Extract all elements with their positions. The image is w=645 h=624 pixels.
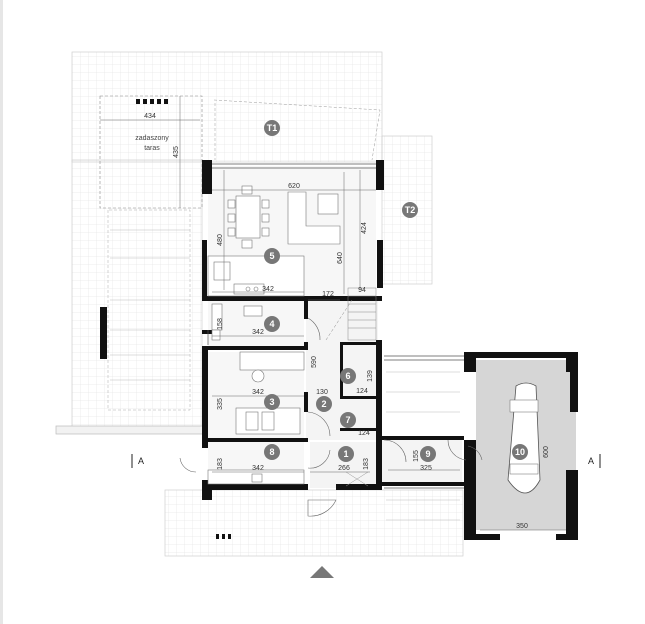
room-badge-4: 4 [264,316,280,332]
room-badge-T1-label: T1 [267,123,278,133]
room-badge-8-label: 8 [269,447,274,457]
dimension-texts: 620 480 424 640 342 172 94 342 158 342 3… [217,183,550,530]
room7-width-dim: 124 [358,430,370,437]
bathroom-4-fixtures [211,303,263,341]
room-badge-4-label: 4 [269,319,274,329]
kitchen-width-dim: 342 [262,286,274,293]
terrace-label-line1: zadaszony [135,135,169,142]
room-badges: T1 T2 1 2 3 4 5 6 [264,120,528,462]
room-badge-7: 7 [340,412,356,428]
room8-height-dim: 183 [217,458,224,470]
section-marker-left-label: A [138,456,144,466]
garage-width-dim: 350 [516,523,528,530]
room-badge-5: 5 [264,248,280,264]
room8-width-dim: 342 [252,465,264,472]
room-8-furniture [207,469,305,485]
stairs [325,287,377,341]
side-terrace-lines [100,209,191,411]
sofa [287,191,341,245]
room-badge-T2-label: T2 [405,205,416,215]
room9-width-dim: 325 [420,465,432,472]
room3-width-dim: 342 [252,389,264,396]
page-edge [0,0,3,624]
room4-width-dim: 342 [252,329,264,336]
terrace-label-line2: taras [144,145,160,152]
entry-tiles [345,471,369,487]
room4-height-dim: 158 [217,318,224,330]
room-badge-2-label: 2 [321,399,326,409]
terrace-width-dim: 434 [144,113,156,120]
room-badge-10-label: 10 [515,447,525,457]
room-badge-8: 8 [264,444,280,460]
section-marker-right-label: A [588,456,594,466]
room6-width-dim: 124 [356,388,368,395]
bedroom-3-furniture [235,351,305,435]
living-total-height-dim: 640 [337,252,344,264]
walls [202,160,578,540]
living-width-dim: 620 [288,183,300,190]
door-swings [179,317,483,517]
entry-width-dim: 266 [338,465,350,472]
room-badge-1-label: 1 [343,449,348,459]
room-badge-2: 2 [316,396,332,412]
window-lines [207,163,464,489]
hall2-height-dim: 590 [311,356,318,368]
room-badge-T1: T1 [264,120,280,136]
dimension-lines [212,170,566,531]
living-height-left-dim: 480 [217,234,224,246]
room-badge-10: 10 [512,444,528,460]
room-badge-7-label: 7 [345,415,350,425]
covered-terrace: 434 435 zadaszony taras [99,95,381,209]
room9-height-dim: 155 [413,450,420,462]
room-badge-1: 1 [338,446,354,462]
garage-car [507,382,541,494]
posts [216,378,576,539]
room-badge-5-label: 5 [269,251,274,261]
hall-width-dim: 172 [322,291,334,298]
terrace-height-dim: 435 [173,146,180,158]
garage-stair-lines [386,371,460,521]
room6-height-dim: 139 [367,370,374,382]
room-badge-9: 9 [420,446,436,462]
section-marker-left: A [131,454,144,468]
garage-height-dim: 600 [543,446,550,458]
room-badge-6-label: 6 [345,371,350,381]
dining-table [227,185,270,249]
entrance-arrow-icon [310,566,334,578]
room-badge-9-label: 9 [425,449,430,459]
kitchen-counter [207,255,305,297]
entry-height-dim: 183 [363,458,370,470]
room-badge-3: 3 [264,394,280,410]
room-badge-3-label: 3 [269,397,274,407]
room-badge-T2: T2 [402,202,418,218]
room3-height-dim: 335 [217,398,224,410]
section-marker-right: A [588,454,601,468]
room-badge-6: 6 [340,368,356,384]
living-height-right-dim: 424 [361,222,368,234]
hall2-width-dim: 130 [316,389,328,396]
stair-width-dim: 94 [358,287,366,294]
